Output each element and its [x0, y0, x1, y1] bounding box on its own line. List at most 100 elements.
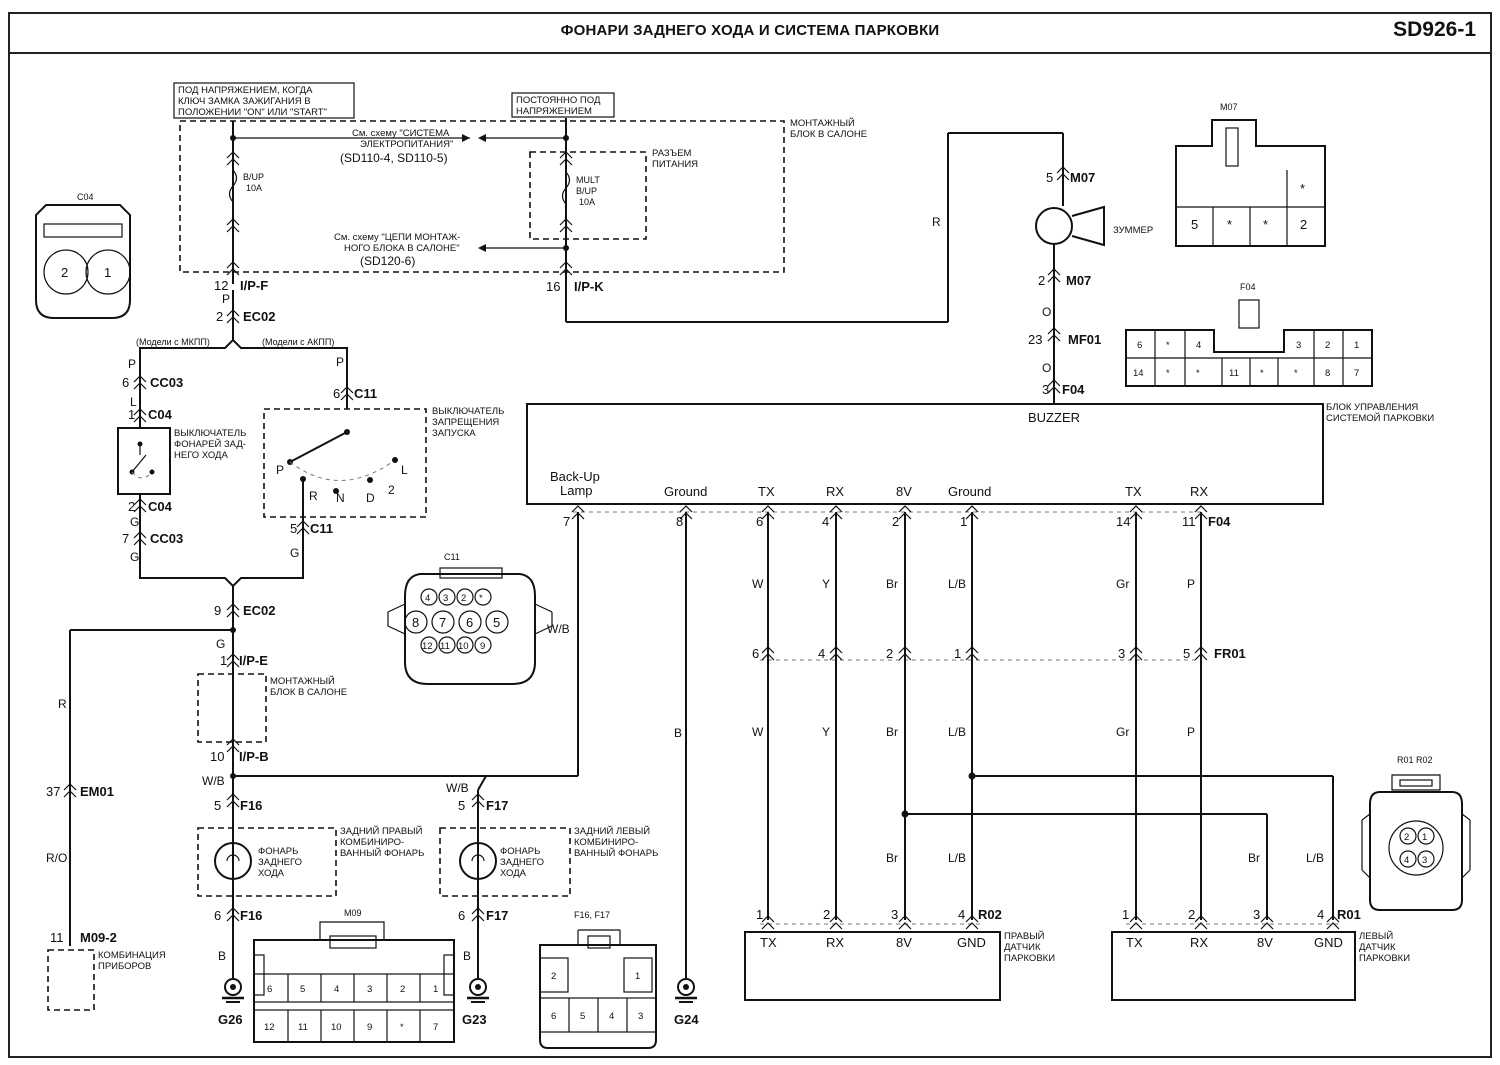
svg-text:16: 16 [546, 279, 560, 294]
svg-text:*: * [1227, 217, 1232, 232]
svg-text:L: L [401, 463, 408, 477]
svg-text:11: 11 [298, 1022, 308, 1033]
svg-text:5: 5 [214, 798, 221, 813]
svg-text:Gr: Gr [1116, 725, 1129, 739]
svg-text:12: 12 [264, 1022, 275, 1033]
svg-text:RX: RX [1190, 484, 1208, 499]
see-power-3: (SD110-4, SD110-5) [340, 151, 448, 165]
svg-text:6: 6 [458, 908, 465, 923]
junction-box-outline [179, 120, 785, 273]
svg-text:1: 1 [433, 984, 438, 995]
svg-text:*: * [1294, 368, 1298, 379]
svg-text:9: 9 [214, 603, 221, 618]
connector-view-r01-r02: R01 R02 2 1 4 3 [1361, 755, 1471, 911]
fuse-mult-rating: 10A [579, 197, 595, 207]
svg-text:W/B: W/B [202, 774, 225, 788]
conn-mf01: MF01 [1068, 332, 1101, 347]
svg-text:11: 11 [440, 641, 450, 652]
conn-r02: R02 [978, 907, 1002, 922]
svg-text:F16, F17: F16, F17 [574, 910, 610, 920]
svg-text:TX: TX [1125, 484, 1142, 499]
fuse-bup [228, 169, 238, 203]
svg-text:2: 2 [1038, 273, 1045, 288]
conn-ipb: I/P-B [239, 749, 269, 764]
svg-text:ФОНАРЬ: ФОНАРЬ [500, 846, 540, 857]
svg-text:GND: GND [1314, 935, 1343, 950]
svg-text:1: 1 [756, 907, 763, 922]
svg-text:L/B: L/B [948, 725, 966, 739]
svg-text:L/B: L/B [948, 577, 966, 591]
right-parking-sensor [744, 931, 1001, 1001]
conn-c11-top: C11 [354, 386, 377, 401]
svg-text:5: 5 [1183, 646, 1190, 661]
conn-c04-bottom: C04 [148, 499, 173, 514]
inhibitor-label-2: ЗАПРЕЩЕНИЯ [432, 417, 499, 428]
parking-control-unit [526, 403, 1324, 505]
svg-text:Br: Br [886, 577, 898, 591]
svg-text:5: 5 [458, 798, 465, 813]
hot-ignition-line1: ПОД НАПРЯЖЕНИЕМ, КОГДА [178, 85, 313, 96]
svg-text:Y: Y [822, 725, 830, 739]
svg-text:O: O [1042, 305, 1051, 319]
buzzer-label: ЗУММЕР [1113, 225, 1153, 236]
svg-text:11: 11 [1229, 368, 1239, 379]
svg-text:3: 3 [1296, 340, 1301, 351]
conn-fr01: FR01 [1214, 646, 1246, 661]
see-power-1: См. схему "СИСТЕМА [352, 128, 450, 139]
svg-text:2: 2 [1404, 832, 1409, 843]
svg-text:Br: Br [886, 851, 898, 865]
svg-text:КОМБИНАЦИЯ: КОМБИНАЦИЯ [98, 950, 166, 961]
buzzer [1035, 207, 1073, 245]
fuse-mult-label2: B/UP [576, 186, 597, 196]
jb2-label-1: МОНТАЖНЫЙ [270, 675, 335, 687]
conn-c11-bottom: C11 [310, 521, 333, 536]
svg-text:B: B [218, 949, 226, 963]
fuse-mult-bup [561, 171, 571, 205]
svg-text:4: 4 [1404, 855, 1409, 866]
hot-ignition-line2: КЛЮЧ ЗАМКА ЗАЖИГАНИЯ В [178, 96, 311, 107]
svg-text:6: 6 [466, 615, 473, 630]
conn-em01: EM01 [80, 784, 114, 799]
svg-text:3: 3 [638, 1011, 643, 1022]
svg-text:2: 2 [388, 483, 395, 497]
connector-view-f04: F04 6 * 4 3 2 1 14 * * 11 * * 8 7 [1125, 282, 1373, 387]
conn-m09-2: M09-2 [80, 930, 117, 945]
svg-text:Lamp: Lamp [560, 483, 593, 498]
svg-text:*: * [1263, 217, 1268, 232]
svg-text:Br: Br [886, 725, 898, 739]
svg-text:*: * [1166, 340, 1170, 351]
left-parking-sensor [1111, 931, 1356, 1001]
svg-text:8: 8 [676, 514, 683, 529]
svg-text:5: 5 [300, 984, 305, 995]
svg-text:RX: RX [826, 935, 844, 950]
svg-text:F04: F04 [1240, 282, 1256, 292]
power-connector-label-2: ПИТАНИЯ [652, 159, 698, 170]
svg-text:2: 2 [61, 265, 68, 280]
svg-text:4: 4 [1196, 340, 1201, 351]
svg-text:6: 6 [333, 386, 340, 401]
svg-text:D: D [366, 491, 375, 505]
svg-text:GND: GND [957, 935, 986, 950]
svg-text:L: L [130, 395, 137, 409]
connector-view-c04: C04 2 1 [35, 192, 131, 319]
connector-view-m07: M07 * 5 * * 2 [1175, 102, 1326, 247]
svg-text:2: 2 [892, 514, 899, 529]
svg-text:5: 5 [1191, 217, 1198, 232]
svg-text:TX: TX [1126, 935, 1143, 950]
svg-text:37: 37 [46, 784, 60, 799]
hot-always-line1: ПОСТОЯННО ПОД [516, 95, 601, 106]
svg-text:3: 3 [1118, 646, 1125, 661]
conn-ipf: I/P-F [240, 278, 268, 293]
svg-text:W: W [752, 577, 764, 591]
hot-always-line2: НАПРЯЖЕНИЕМ [516, 106, 592, 117]
svg-text:ЗАДНИЙ ПРАВЫЙ: ЗАДНИЙ ПРАВЫЙ [340, 825, 423, 837]
svg-text:P: P [1187, 725, 1195, 739]
conn-ipk: I/P-K [574, 279, 604, 294]
svg-text:ЛЕВЫЙ: ЛЕВЫЙ [1359, 930, 1393, 942]
connector-view-c11: C11 4 3 2 * 8 7 6 5 12 11 10 9 [387, 552, 553, 685]
svg-text:2: 2 [216, 309, 223, 324]
svg-text:*: * [400, 1022, 404, 1033]
junction-box-2 [197, 673, 267, 743]
see-jb-2: НОГО БЛОКА В САЛОНЕ" [344, 243, 460, 254]
svg-text:P: P [222, 292, 230, 306]
